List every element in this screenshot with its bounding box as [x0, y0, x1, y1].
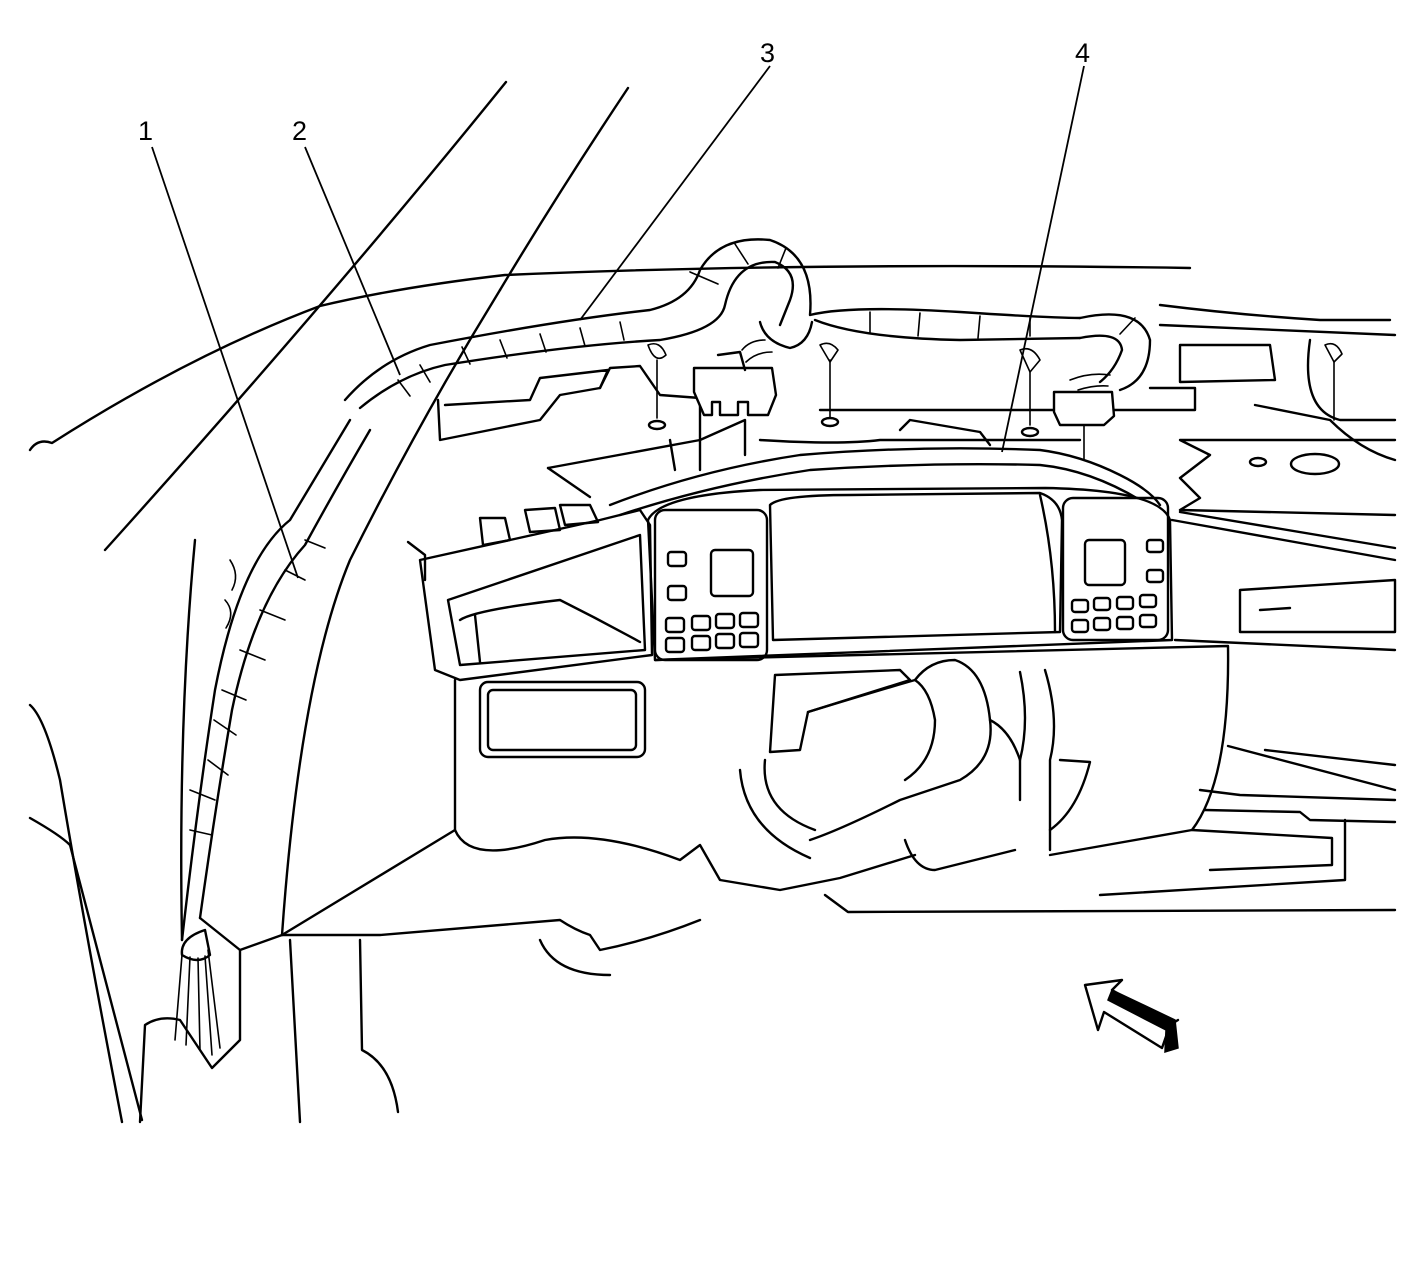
instrument-panel	[608, 418, 1174, 662]
callout-2: 2	[292, 116, 307, 146]
callout-1: 1	[138, 116, 153, 146]
callout-3: 3	[760, 38, 775, 68]
dash-panel-rear	[436, 303, 1397, 517]
left-dash-vent	[406, 503, 654, 682]
view-direction-arrow-icon	[1083, 978, 1180, 1054]
upper-dash-harness	[343, 238, 1152, 410]
vehicle-body-outline	[28, 80, 1192, 1124]
right-lower-console	[823, 510, 1397, 914]
fastener-pins	[647, 342, 1343, 438]
callout-4: 4	[1075, 38, 1090, 68]
callout-leader-lines	[151, 65, 1085, 579]
harness-connectors	[692, 339, 1116, 461]
callout-labels: 1 2 3 4	[138, 38, 1090, 146]
lower-dash-panel	[198, 644, 1230, 977]
left-pillar-harness	[174, 418, 372, 1056]
